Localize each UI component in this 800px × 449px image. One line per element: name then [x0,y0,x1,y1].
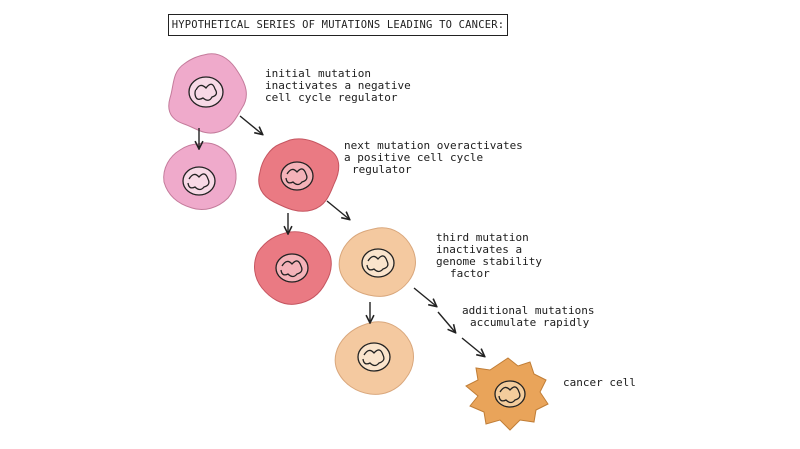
arrow-icon [461,337,484,356]
stage3-cell-1 [338,227,416,297]
stage2-cell-1 [258,138,340,212]
annotation-line: initial mutation [265,67,371,80]
annotation-line: factor [450,267,490,280]
annotation-line: inactivates a negative [265,79,411,92]
normal-cell-1 [168,53,247,134]
annotation-next-mutation: next mutation overactivates a positive c… [344,140,523,176]
arrow-icon [437,311,455,332]
stage3-cell-2 [334,321,414,395]
annotation-line: cancer cell [563,376,636,389]
annotation-line: additional mutations [462,304,595,317]
annotation-line: cell cycle regulator [265,91,398,104]
annotation-initial-mutation: initial mutation inactivates a negative … [265,68,411,104]
arrows [199,115,484,356]
annotation-additional-mutations: additional mutations accumulate rapidly [462,305,594,329]
nucleus-icon [357,342,391,372]
cancer-cell [465,357,549,431]
nucleus-icon [188,76,224,108]
diagram-title: HYPOTHETICAL SERIES OF MUTATIONS LEADING… [168,14,508,36]
annotation-line: inactivates a [436,243,523,256]
nucleus-icon [494,380,526,408]
arrow-icon [326,200,349,219]
stage2-cell-2 [254,231,332,305]
nucleus-icon [182,166,216,196]
annotation-cancer-cell: cancer cell [563,377,636,389]
annotation-line: accumulate rapidly [470,316,590,329]
annotation-line: next mutation overactivates [344,139,523,152]
nucleus-icon [361,248,395,278]
annotation-line: regulator [352,163,412,176]
annotation-line: a positive cell cycle [344,151,484,164]
normal-cell-2 [163,142,237,211]
annotation-line: third mutation [436,231,529,244]
nucleus-icon [275,253,309,283]
nucleus-icon [280,161,314,191]
arrow-icon [239,115,262,134]
annotation-third-mutation: third mutation inactivates a genome stab… [436,232,542,280]
arrow-icon [413,287,436,306]
annotation-line: genome stability [436,255,542,268]
